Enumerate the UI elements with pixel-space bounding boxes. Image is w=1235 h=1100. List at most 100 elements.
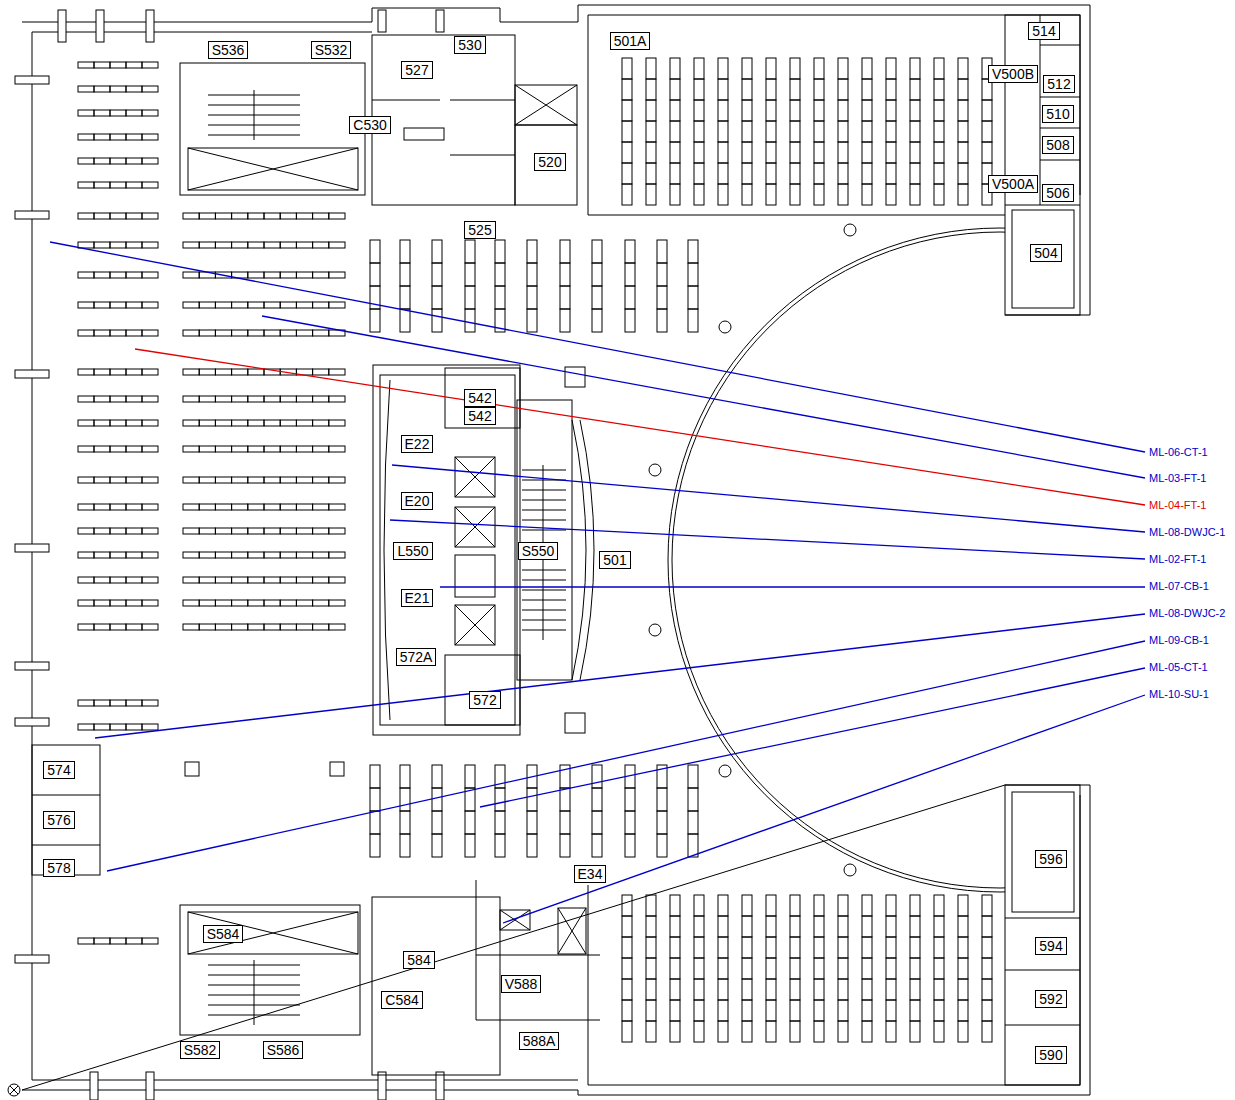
shelf-cell (94, 213, 110, 219)
shelf-cell (329, 396, 345, 402)
room-number: V500B (992, 67, 1034, 81)
shelf-cell (183, 302, 199, 308)
room-number: 592 (1039, 992, 1062, 1006)
shelf-cell (432, 240, 442, 263)
shelf-cell (370, 263, 380, 286)
shelf-cell (718, 1000, 728, 1021)
shelf-cell (248, 577, 264, 583)
shelf-cell (766, 1000, 776, 1021)
room-number: 504 (1034, 246, 1057, 260)
shelf-cell (560, 811, 570, 834)
shelf-cell (296, 396, 312, 402)
shelf-cell (370, 788, 380, 811)
shelf-cell (625, 834, 635, 857)
shelf-cell (958, 58, 968, 79)
shelf-cell (280, 396, 296, 402)
callout-label: ML-08-DWJC-1 (1148, 526, 1226, 538)
shelf-cell (126, 577, 142, 583)
shelf-cell (718, 79, 728, 100)
shelf-cell (958, 979, 968, 1000)
shelf-cell (934, 142, 944, 163)
shelf-cell (329, 420, 345, 426)
shelf-cell (215, 302, 231, 308)
room-label: 542 (464, 389, 495, 407)
shelf-cell (790, 58, 800, 79)
shelf-cell (78, 242, 94, 248)
shelf-cell (215, 242, 231, 248)
shelf-cell (934, 916, 944, 937)
shelf-cell (110, 552, 126, 558)
shelf-cell (718, 916, 728, 937)
room-label: L550 (393, 542, 432, 560)
shelf-cell (790, 979, 800, 1000)
shelf-cell (625, 263, 635, 286)
shelf-cell (78, 552, 94, 558)
shelf-cell (742, 79, 752, 100)
shelf-cell (432, 309, 442, 332)
shelf-cell (199, 396, 215, 402)
shelf-cell (910, 184, 920, 205)
shelf-cell (886, 937, 896, 958)
shelf-cell (982, 937, 992, 958)
shelf-cell (78, 504, 94, 510)
shelf-cell (264, 302, 280, 308)
shelf-cell (248, 600, 264, 606)
shelf-cell (183, 552, 199, 558)
shelf-cell (78, 938, 94, 944)
shelf-cell (527, 811, 537, 834)
shelf-cell (313, 213, 329, 219)
shelf-cell (142, 700, 158, 706)
shelf-cell (264, 552, 280, 558)
shelf-cell (838, 121, 848, 142)
shelf-cell (248, 528, 264, 534)
shelf-cell (94, 86, 110, 92)
shelf-cell (232, 420, 248, 426)
shelf-cell (622, 895, 632, 916)
shelf-cell (694, 184, 704, 205)
room-number: V500A (992, 177, 1034, 191)
shelf-cell (215, 446, 231, 452)
shelf-cell (790, 895, 800, 916)
shelf-cell (248, 242, 264, 248)
shelf-cell (142, 213, 158, 219)
shelf-cell (280, 446, 296, 452)
room-number: S586 (267, 1043, 300, 1057)
shelf-cell (232, 396, 248, 402)
shelf-cell (78, 272, 94, 278)
shelf-cell (670, 163, 680, 184)
room-label: 588A (519, 1032, 560, 1050)
shelf-cell (625, 240, 635, 263)
room-number: 542 (468, 391, 491, 405)
shelf-cell (622, 916, 632, 937)
room-label: S536 (208, 41, 249, 59)
shelf-cell (982, 916, 992, 937)
shelf-cell (527, 309, 537, 332)
room-number: E21 (405, 591, 430, 605)
shelf-cell (78, 330, 94, 336)
shelf-cell (400, 834, 410, 857)
shelf-cell (248, 446, 264, 452)
shelf-cell (982, 979, 992, 1000)
shelf-cell (142, 446, 158, 452)
shelf-cell (313, 528, 329, 534)
shelf-cell (432, 765, 442, 788)
room-label: 527 (401, 61, 432, 79)
shelf-cell (862, 895, 872, 916)
bookshelves (78, 58, 992, 1042)
shelf-cell (958, 121, 968, 142)
shelf-cell (110, 86, 126, 92)
shelf-cell (142, 624, 158, 630)
shelf-cell (248, 504, 264, 510)
callout-label: ML-03-FT-1 (1148, 472, 1207, 484)
shelf-cell (78, 600, 94, 606)
shelf-cell (110, 504, 126, 510)
shelf-cell (958, 142, 968, 163)
shelf-cell (329, 446, 345, 452)
shelf-cell (329, 242, 345, 248)
shelf-cell (646, 916, 656, 937)
shelf-cell (94, 624, 110, 630)
shelf-cell (400, 263, 410, 286)
shelf-cell (280, 242, 296, 248)
shelf-cell (142, 242, 158, 248)
shelf-cell (814, 184, 824, 205)
